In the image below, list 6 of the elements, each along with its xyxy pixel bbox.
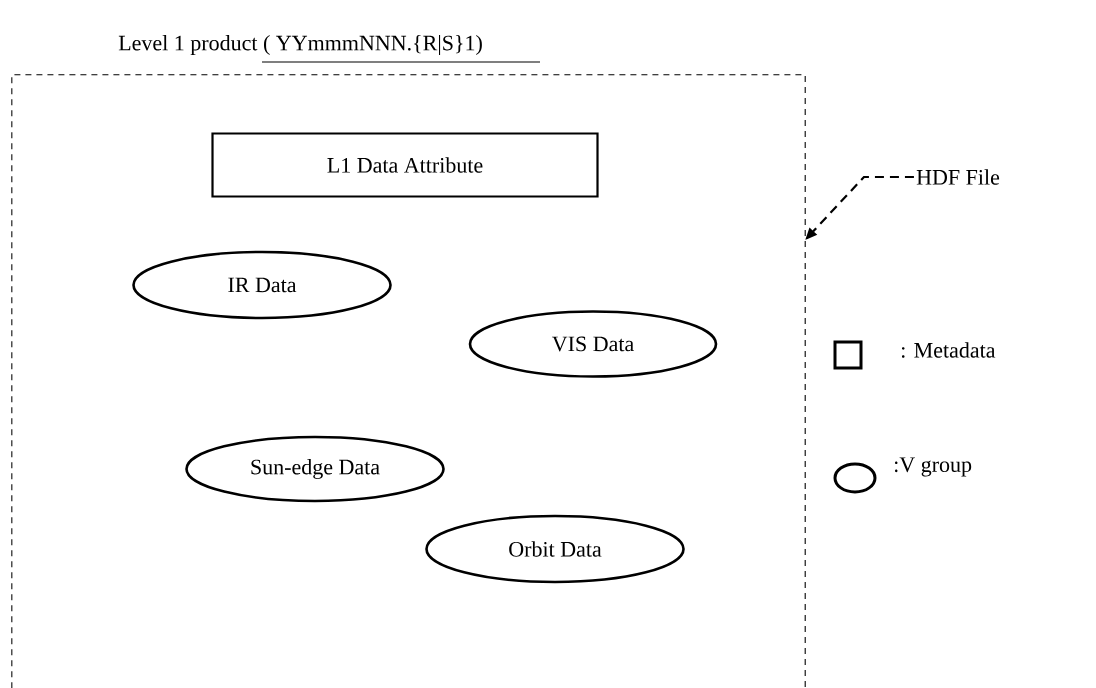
legend-text: :V group: [894, 457, 972, 477]
legend-text: : Metadata: [901, 342, 996, 358]
file-frame: [11, 74, 806, 688]
title: Level 1 product ( YYmmmNNN.{R|S}1): [118, 35, 482, 55]
metadata-box: L1 Data Attribute: [211, 132, 599, 198]
file-label: HDF File: [916, 169, 1000, 185]
